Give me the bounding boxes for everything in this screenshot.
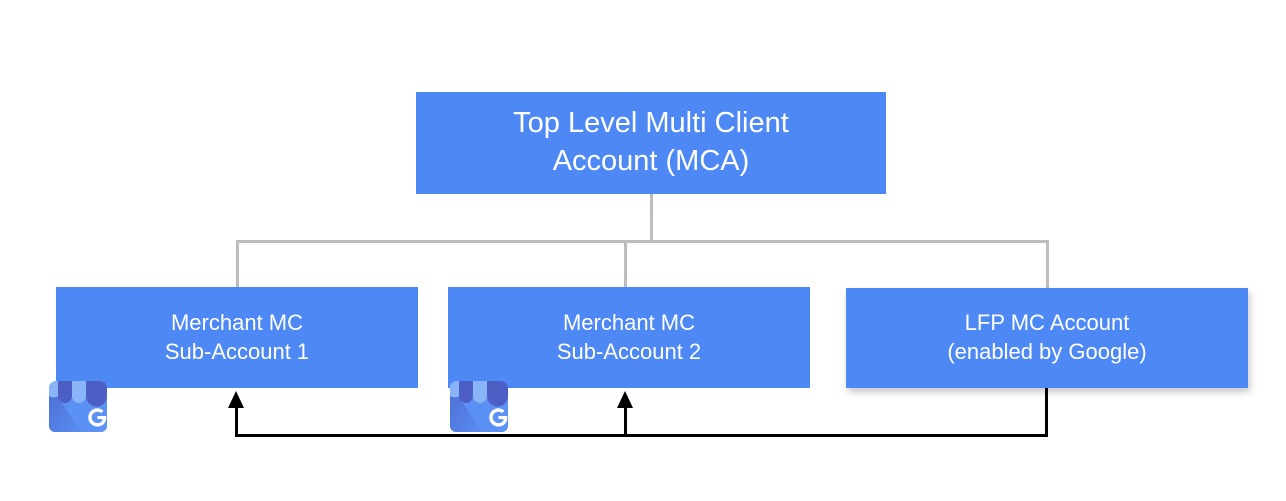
node-top-level-mca-label: Top Level Multi Client Account (MCA)	[513, 107, 789, 177]
flow-line-up-merchant-2	[624, 400, 627, 435]
node-merchant-sub-account-2-label: Merchant MC Sub-Account 2	[556, 309, 702, 364]
node-merchant-sub-account-1-label: Merchant MC Sub-Account 1	[164, 309, 310, 364]
arrowhead-to-merchant-1	[228, 391, 244, 408]
node-lfp-mc-account-label: LFP MC Account (enabled by Google)	[947, 310, 1147, 364]
connector-drop-merchant-1	[236, 240, 239, 288]
google-my-business-icon	[41, 366, 115, 440]
connector-horizontal-bus	[236, 240, 1049, 243]
connector-mca-stem	[650, 194, 653, 243]
node-top-level-mca[interactable]: Top Level Multi Client Account (MCA)	[416, 92, 886, 194]
connector-drop-merchant-2	[624, 240, 627, 288]
connector-drop-lfp	[1046, 240, 1049, 289]
google-my-business-icon	[442, 366, 516, 440]
flow-line-bottom-rail	[235, 434, 1048, 437]
flow-line-lfp-down	[1045, 388, 1048, 437]
node-merchant-sub-account-2[interactable]: Merchant MC Sub-Account 2	[448, 287, 810, 388]
flow-line-up-merchant-1	[235, 400, 238, 435]
node-merchant-sub-account-1[interactable]: Merchant MC Sub-Account 1	[56, 287, 418, 388]
arrowhead-to-merchant-2	[617, 391, 633, 408]
node-lfp-mc-account[interactable]: LFP MC Account (enabled by Google)	[846, 288, 1248, 388]
